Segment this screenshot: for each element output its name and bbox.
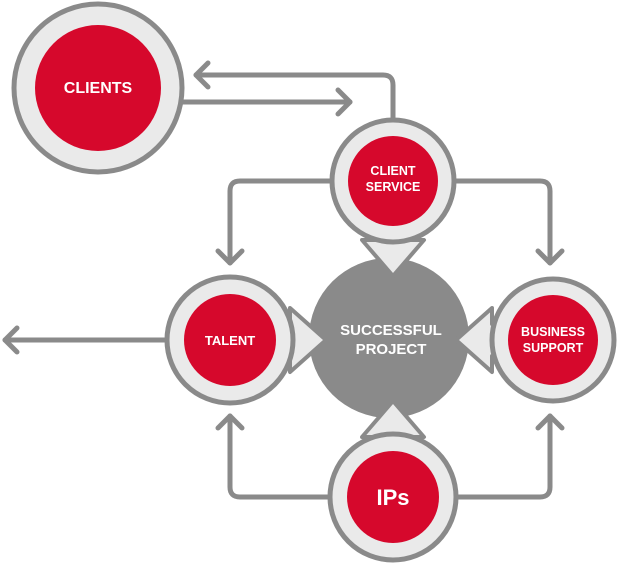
chevron-arrow-icon [535, 413, 565, 431]
business-support-node: BUSINESS SUPPORT [489, 276, 617, 404]
connector-ips-to-business [453, 413, 553, 500]
connector-service-to-talent [227, 178, 337, 266]
chevron-arrow-icon [535, 248, 565, 266]
ips-label: IPs [376, 485, 409, 510]
chevron-arrow-icon [215, 413, 245, 431]
clients-node: CLIENTS [11, 1, 185, 175]
center-label-line2: PROJECT [356, 341, 427, 358]
chevron-arrow-icon [193, 60, 211, 90]
chevron-arrow-icon [335, 87, 353, 117]
client-service-node: CLIENT SERVICE [329, 117, 457, 245]
center-node [309, 258, 469, 418]
talent-node: TALENT [164, 274, 296, 406]
clients-label: CLIENTS [64, 80, 133, 97]
connector-service-to-clients [193, 72, 396, 121]
chevron-arrow-icon [2, 325, 20, 355]
ips-node: IPs [327, 431, 459, 563]
client-service-label-line2: SERVICE [366, 180, 421, 194]
center-label-line1: SUCCESSFUL [340, 322, 442, 339]
connector-ips-to-talent [227, 413, 333, 500]
business-support-label-line1: BUSINESS [521, 325, 585, 339]
connector-service-to-business [449, 178, 553, 266]
connectors [2, 60, 565, 500]
business-support-label-line2: SUPPORT [523, 341, 584, 355]
chevron-arrow-icon [215, 248, 245, 266]
client-service-label-line1: CLIENT [370, 164, 416, 178]
talent-label: TALENT [205, 333, 255, 348]
